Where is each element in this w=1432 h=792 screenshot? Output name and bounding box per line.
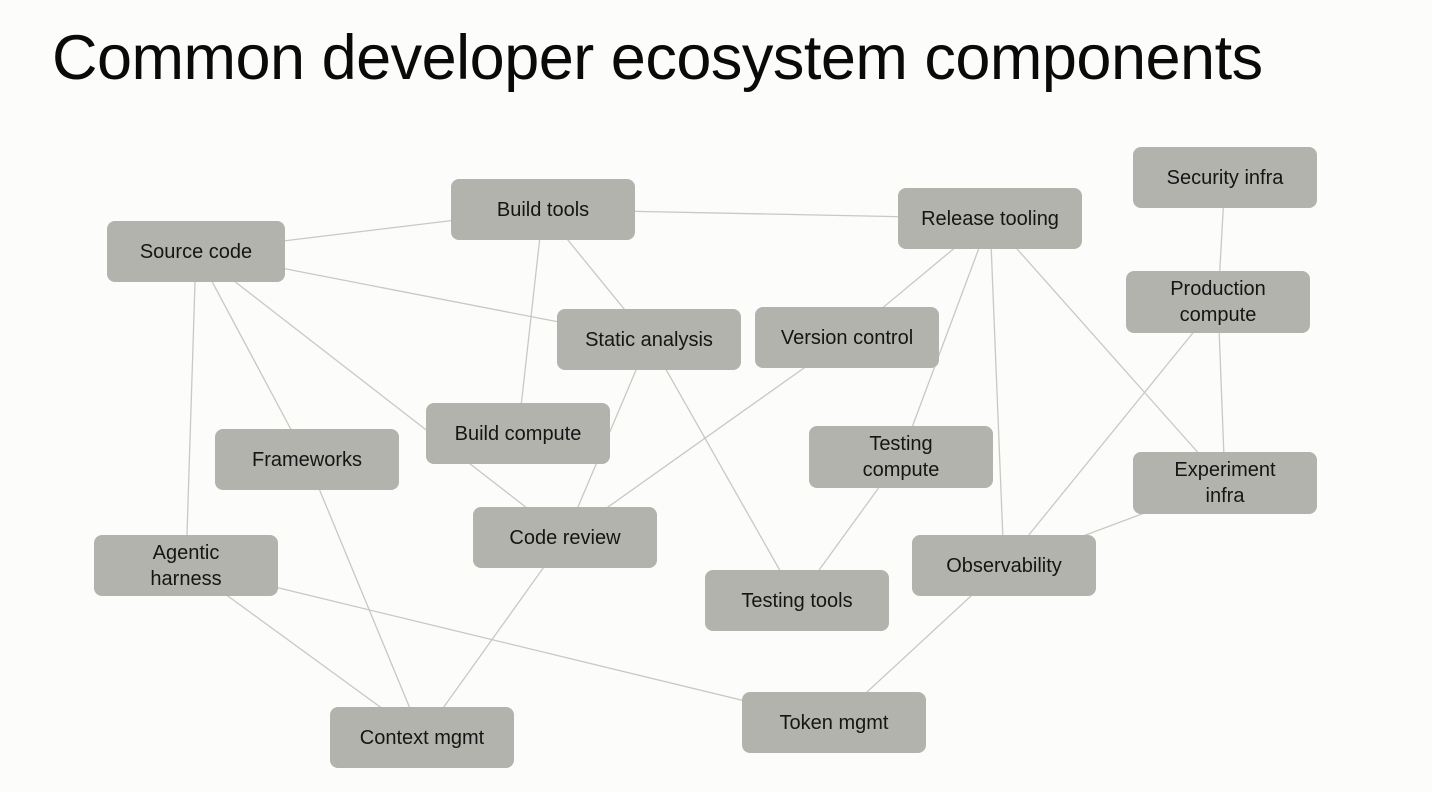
node-frameworks: Frameworks xyxy=(215,429,399,490)
node-testing-tools: Testing tools xyxy=(705,570,889,631)
edge-release-tooling-experiment-infra xyxy=(989,218,1226,484)
node-token-mgmt: Token mgmt xyxy=(742,692,926,753)
node-static-analysis: Static analysis xyxy=(557,309,741,370)
edge-source-code-agentic-harness xyxy=(185,251,197,566)
node-context-mgmt: Context mgmt xyxy=(330,707,514,768)
edge-frameworks-context-mgmt xyxy=(306,459,423,738)
node-build-compute: Build compute xyxy=(426,403,610,464)
edge-build-tools-build-compute xyxy=(517,209,544,434)
node-source-code: Source code xyxy=(107,221,285,282)
node-release-tooling: Release tooling xyxy=(898,188,1082,249)
edge-source-code-frameworks xyxy=(195,251,308,460)
node-testing-compute: Testing compute xyxy=(809,426,993,488)
edge-static-analysis-testing-tools xyxy=(648,339,798,601)
edge-production-compute-observability xyxy=(1003,301,1219,566)
slide-title: Common developer ecosystem components xyxy=(52,23,1263,93)
edge-code-review-context-mgmt xyxy=(421,537,566,738)
node-experiment-infra: Experiment infra xyxy=(1133,452,1317,514)
node-build-tools: Build tools xyxy=(451,179,635,240)
edge-source-code-code-review xyxy=(195,250,566,539)
node-code-review: Code review xyxy=(473,507,657,568)
edge-release-tooling-observability xyxy=(989,218,1005,566)
node-version-control: Version control xyxy=(755,307,939,368)
edge-agentic-harness-token-mgmt xyxy=(185,564,835,724)
node-agentic-harness: Agentic harness xyxy=(94,535,278,596)
node-observability: Observability xyxy=(912,535,1096,596)
node-production-compute: Production compute xyxy=(1126,271,1310,333)
node-security-infra: Security infra xyxy=(1133,147,1317,208)
edge-release-tooling-testing-compute xyxy=(900,218,991,458)
edge-version-control-code-review xyxy=(564,336,848,539)
